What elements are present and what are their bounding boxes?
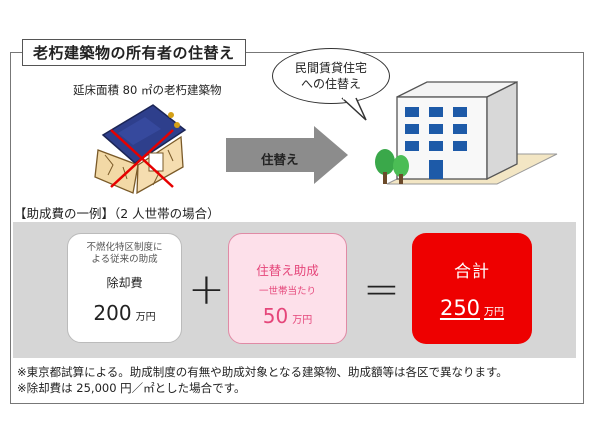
- apartment-building-illustration: [375, 80, 558, 185]
- sub-line-1: 不燃化特区制度に: [86, 242, 163, 253]
- total-label: 合計: [454, 262, 490, 282]
- right-arrow-icon: [226, 126, 348, 184]
- bubble-text-line2: への住替え: [300, 77, 361, 91]
- equals-sign: =: [363, 264, 400, 315]
- amount-value: 50: [262, 304, 289, 328]
- relocation-subsidy-label: 住替え助成: [256, 263, 319, 278]
- plus-sign: +: [188, 264, 225, 315]
- page-title: 老朽建築物の所有者の住替え: [22, 39, 246, 66]
- amount-value: 250: [439, 296, 481, 320]
- bubble-tail: [341, 96, 367, 121]
- amount-value: 200: [93, 301, 132, 325]
- collapsed-house-illustration: [94, 104, 187, 195]
- footnote-1: ※東京都試算による。助成制度の有無や助成対象となる建築物、助成額等は各区で異なり…: [17, 365, 508, 379]
- old-building-caption: 延床面積 80 ㎡の老朽建築物: [73, 83, 222, 97]
- conventional-subsidy-label: 不燃化特区制度に よる従来の助成: [68, 242, 181, 266]
- per-household-label: 一世帯当たり: [258, 286, 316, 297]
- arrow-label: 住替え: [261, 152, 299, 167]
- speech-bubble: 民間賃貸住宅 への住替え: [272, 48, 390, 104]
- amount-unit: 万円: [484, 307, 505, 318]
- amount-unit: 万円: [135, 312, 156, 323]
- section-heading: 【助成費の一例】（2 人世帯の場合）: [14, 206, 220, 221]
- sub-line-2: よる従来の助成: [91, 254, 158, 265]
- demolition-cost-label: 除却費: [106, 276, 143, 290]
- cross-mark-icon: [110, 129, 174, 188]
- tree-icon: [375, 149, 409, 184]
- bubble-text-line1: 民間賃貸住宅: [294, 61, 367, 75]
- amount-unit: 万円: [292, 315, 313, 326]
- footnote-2: ※除却費は 25,000 円／㎡とした場合です。: [17, 381, 246, 395]
